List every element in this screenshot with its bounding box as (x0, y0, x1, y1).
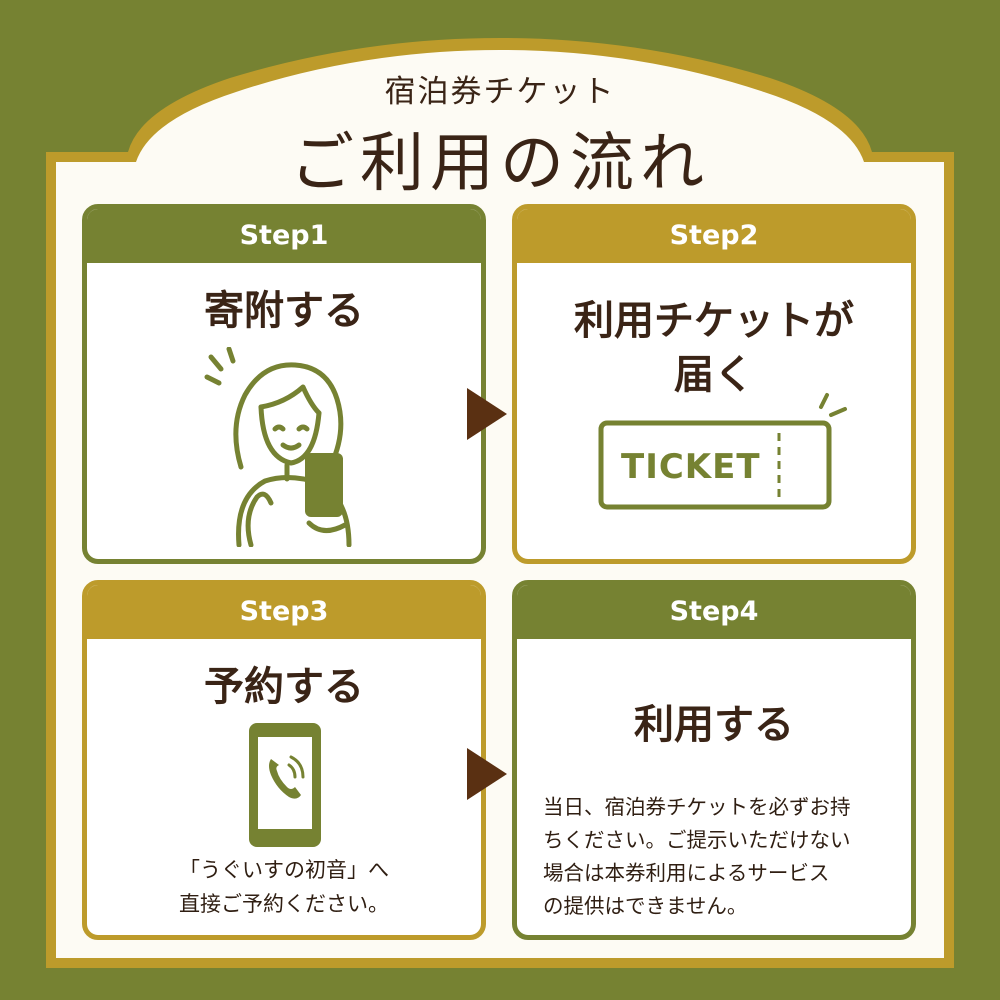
step4-title: 利用する (634, 702, 794, 748)
subtitle: 宿泊券チケット (384, 74, 616, 110)
step3-label: Step3 (87, 585, 481, 639)
step4-note-line1: 当日、宿泊券チケットを必ずお持 (543, 795, 851, 819)
step1-label: Step1 (87, 209, 481, 263)
step3-note-line2: 直接ご予約ください。 (179, 892, 389, 916)
step1-card: Step1 寄附する (82, 204, 486, 564)
woman-with-phone-icon (204, 347, 352, 547)
step2-title-line1: 利用チケットが (574, 298, 854, 344)
phone-call-icon (249, 723, 321, 847)
step2-title-line2: 届く (674, 352, 754, 398)
step2-label: Step2 (517, 209, 911, 263)
step3-title: 予約する (204, 664, 364, 710)
step1-title: 寄附する (204, 288, 364, 334)
step2-card: Step2 利用チケットが 届く TICKET (512, 204, 916, 564)
step4-note-line4: の提供はできません。 (543, 894, 748, 918)
next-arrow-icon (467, 748, 507, 800)
step4-note-line2: ちください。ご提示いただけない (543, 828, 851, 852)
step4-note-line3: 場合は本券利用によるサービス (543, 861, 830, 885)
step4-card: Step4 利用する 当日、宿泊券チケットを必ずお持 ちください。ご提示いただけ… (512, 580, 916, 940)
step4-label: Step4 (517, 585, 911, 639)
step3-card: Step3 予約する 「うぐいすの初音」へ 直接ご予約ください。 (82, 580, 486, 940)
page-title: ご利用の流れ (290, 127, 710, 201)
next-arrow-icon (467, 388, 507, 440)
step3-note-line1: 「うぐいすの初音」へ (179, 858, 389, 882)
ticket-icon (598, 393, 847, 510)
ticket-text: TICKET (621, 447, 761, 487)
